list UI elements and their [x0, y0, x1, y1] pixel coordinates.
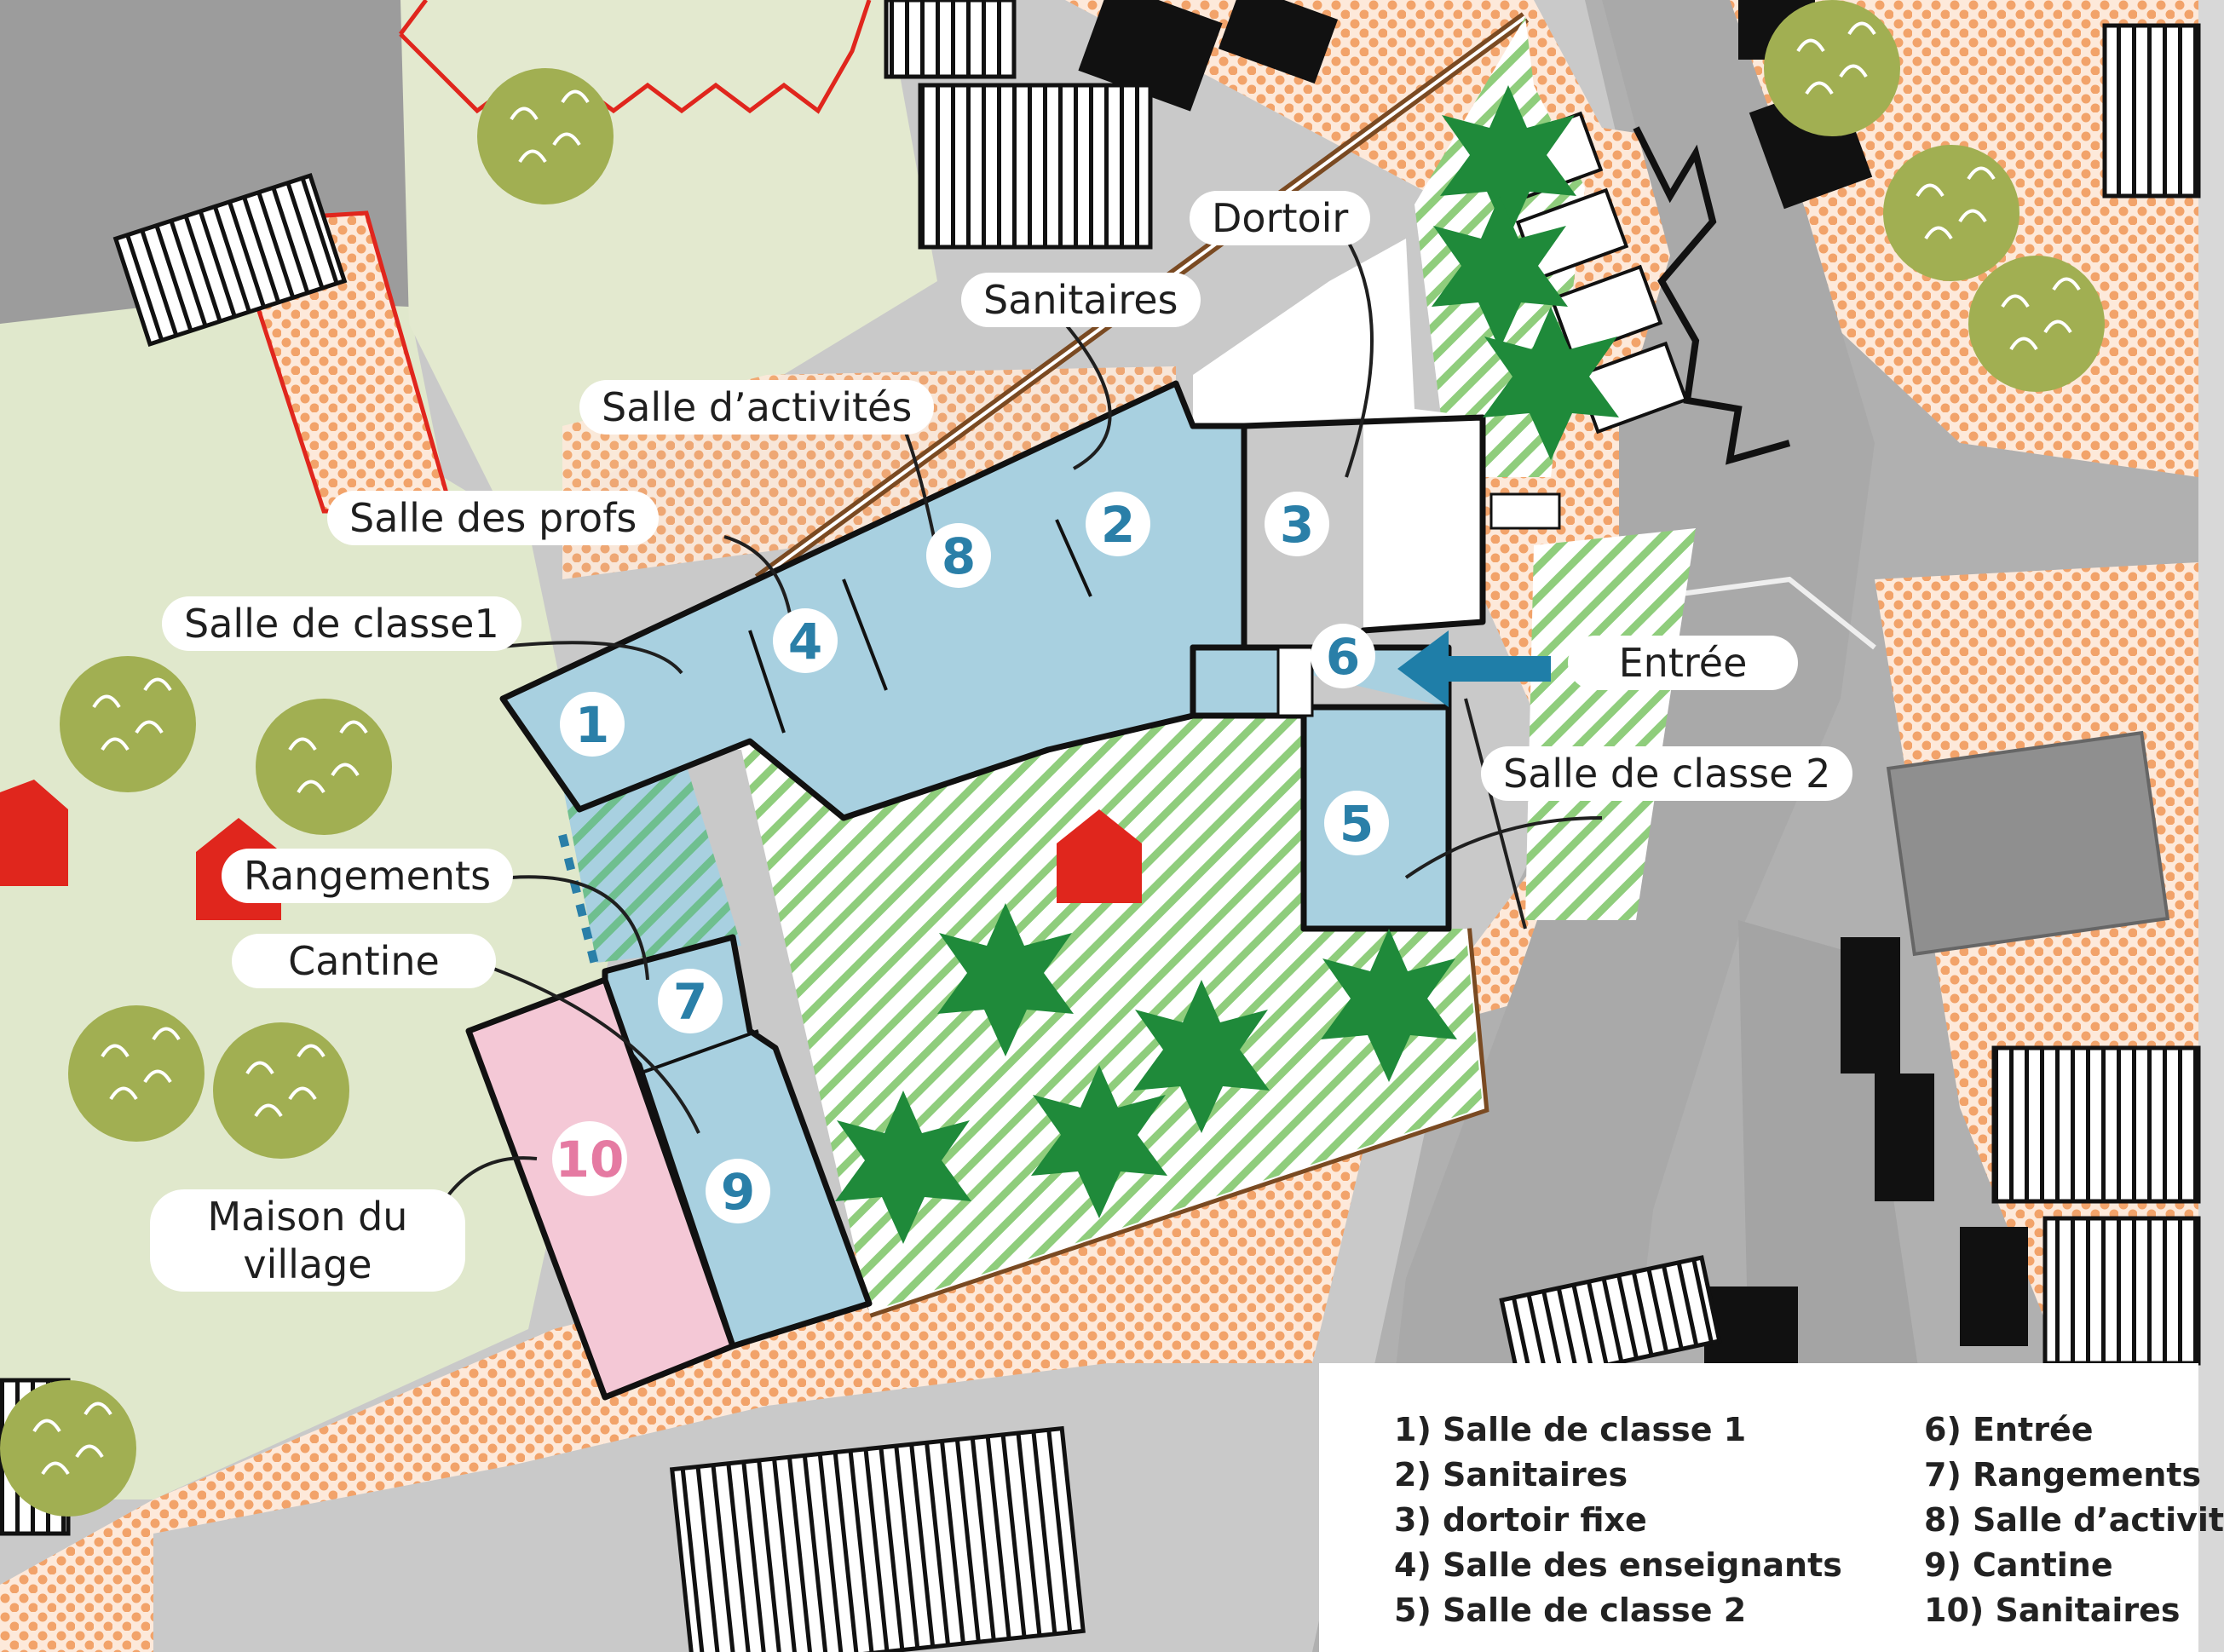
room-marker-6: 6: [1311, 624, 1375, 688]
room-marker-10: 10: [552, 1121, 627, 1196]
svg-text:3: 3: [1280, 496, 1314, 554]
room-marker-5: 5: [1324, 791, 1389, 855]
legend-item: 6) Entrée: [1924, 1411, 2094, 1448]
entrance-arrow-icon: [1397, 630, 1551, 707]
svg-text:2: 2: [1101, 496, 1135, 554]
legend-item: 4) Salle des enseignants: [1394, 1546, 1842, 1584]
legend-item: 2) Sanitaires: [1394, 1456, 1628, 1494]
callout-maison-line2: village: [243, 1241, 372, 1287]
legend-item: 3) dortoir fixe: [1394, 1501, 1647, 1539]
callout-dortoir: Dortoir: [1190, 191, 1371, 245]
callout-entree: Entrée: [1568, 636, 1798, 690]
legend-column-1: 1) Salle de classe 1 2) Sanitaires 3) do…: [1394, 1407, 1842, 1633]
callout-maison-du-village: Maison du village: [150, 1189, 465, 1292]
svg-text:7: 7: [673, 973, 707, 1031]
legend-item: 10) Sanitaires: [1924, 1592, 2181, 1629]
room-marker-8: 8: [926, 523, 991, 588]
callout-salle-de-classe-2: Salle de classe 2: [1481, 746, 1853, 801]
legend-item: 7) Rangements: [1924, 1456, 2202, 1494]
room-marker-3: 3: [1265, 492, 1329, 556]
room-marker-1: 1: [560, 692, 625, 757]
callout-salle-activites: Salle d’activités: [579, 380, 935, 435]
svg-text:9: 9: [721, 1163, 755, 1221]
svg-text:10: 10: [556, 1131, 625, 1189]
callout-salle-de-classe-1: Salle de classe1: [162, 596, 521, 651]
legend-panel: 1) Salle de classe 1 2) Sanitaires 3) do…: [1319, 1363, 2224, 1652]
legend-item: 1) Salle de classe 1: [1394, 1411, 1747, 1448]
room-marker-2: 2: [1086, 492, 1150, 556]
legend-column-2: 6) Entrée 7) Rangements 8) Salle d’activ…: [1924, 1407, 2224, 1633]
room-marker-7: 7: [658, 969, 723, 1033]
svg-text:1: 1: [575, 696, 609, 754]
legend-item: 9) Cantine: [1924, 1546, 2113, 1584]
callout-salle-des-profs: Salle des profs: [327, 491, 660, 545]
legend-item: 5) Salle de classe 2: [1394, 1592, 1747, 1629]
house-marker-icon: [1057, 809, 1142, 903]
room-marker-4: 4: [773, 608, 838, 673]
room-marker-9: 9: [706, 1159, 770, 1223]
house-marker-icon: [0, 780, 68, 886]
callout-cantine: Cantine: [232, 934, 496, 988]
callout-rangements: Rangements: [222, 849, 514, 903]
callout-sanitaires: Sanitaires: [961, 273, 1201, 327]
callout-maison-line1: Maison du: [207, 1194, 408, 1240]
svg-text:5: 5: [1340, 795, 1374, 853]
legend-item: 8) Salle d’activit: [1924, 1501, 2224, 1539]
svg-text:6: 6: [1326, 628, 1360, 686]
svg-text:8: 8: [942, 527, 976, 585]
svg-text:4: 4: [788, 613, 822, 671]
